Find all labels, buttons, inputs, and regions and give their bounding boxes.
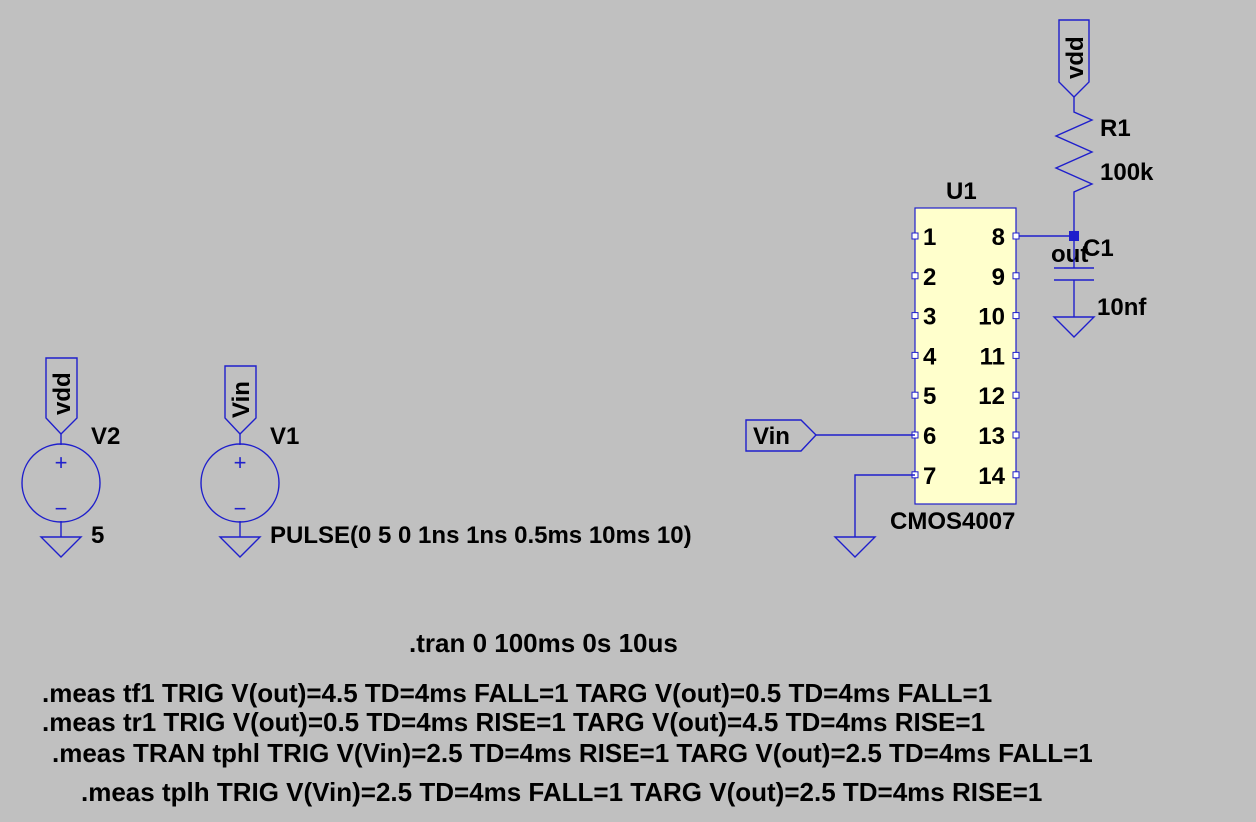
v1-minus: −: [234, 496, 247, 521]
ic-pin-label-11: 11: [980, 343, 1005, 370]
u1-part: CMOS4007: [890, 508, 1015, 535]
vin-flag-src-label: Vin: [228, 381, 255, 418]
ic-pin-5[interactable]: [911, 391, 919, 399]
ic-pin-2[interactable]: [911, 272, 919, 280]
ic-pin-label-10: 10: [978, 304, 1005, 331]
r1-ref: R1: [1100, 115, 1131, 142]
voltage-source-v1[interactable]: + −: [200, 434, 280, 537]
c1-ref: C1: [1083, 235, 1114, 262]
v1-plus: +: [234, 450, 247, 475]
v2-value: 5: [91, 522, 104, 549]
vdd-flag-top-label: vdd: [1062, 36, 1089, 79]
ic-pin-label-4: 4: [923, 343, 937, 370]
u1-ref: U1: [946, 178, 977, 205]
out-net-label: out: [1051, 241, 1088, 268]
ic-pin-label-2: 2: [923, 264, 936, 291]
ic-u1-body[interactable]: [914, 207, 1017, 505]
v2-plus: +: [55, 450, 68, 475]
pin7-wire[interactable]: [854, 474, 915, 537]
vin-flag-src[interactable]: Vin: [224, 365, 257, 436]
r1-value: 100k: [1100, 159, 1154, 186]
vin-flag-ic-label: Vin: [753, 423, 790, 450]
v2-minus: −: [55, 496, 68, 521]
v2-ref: V2: [91, 423, 120, 450]
vdd-flag-src-label: vdd: [49, 372, 76, 415]
ground-symbol-u1: [833, 536, 877, 558]
resistor-r1[interactable]: [1054, 97, 1094, 236]
ic-pin-14[interactable]: [1012, 471, 1020, 479]
ic-pin-13[interactable]: [1012, 431, 1020, 439]
ic-pin-label-7: 7: [923, 463, 936, 490]
meas-directive-tphl[interactable]: .meas TRAN tphl TRIG V(Vin)=2.5 TD=4ms R…: [52, 738, 1093, 768]
ic-pin-label-1: 1: [923, 224, 936, 251]
meas-directive-tf1[interactable]: .meas tf1 TRIG V(out)=4.5 TD=4ms FALL=1 …: [42, 678, 992, 708]
v1-value: PULSE(0 5 0 1ns 1ns 0.5ms 10ms 10): [270, 522, 692, 549]
ic-pin-label-14: 14: [978, 463, 1005, 490]
ic-pin-label-5: 5: [923, 383, 936, 410]
ic-pin-4[interactable]: [911, 351, 919, 359]
ic-pin-11[interactable]: [1012, 351, 1020, 359]
c1-value: 10nf: [1097, 294, 1147, 321]
v1-ref: V1: [270, 423, 299, 450]
ic-pin-12[interactable]: [1012, 391, 1020, 399]
ic-pin-9[interactable]: [1012, 272, 1020, 280]
ground-symbol-v1: [218, 536, 262, 558]
ic-pin-label-8: 8: [992, 224, 1005, 251]
ic-pin-10[interactable]: [1012, 312, 1020, 320]
vdd-flag-top[interactable]: vdd: [1058, 19, 1090, 98]
meas-directive-tplh[interactable]: .meas tplh TRIG V(Vin)=2.5 TD=4ms FALL=1…: [81, 777, 1042, 807]
ic-pin-label-6: 6: [923, 423, 936, 450]
vdd-flag-src[interactable]: vdd: [45, 357, 78, 436]
ground-symbol-c1: [1052, 316, 1096, 338]
vin-flag-ic[interactable]: Vin: [745, 419, 817, 452]
tran-directive[interactable]: .tran 0 100ms 0s 10us: [409, 628, 678, 658]
ic-pin-label-3: 3: [923, 304, 936, 331]
ic-pin-label-13: 13: [978, 423, 1005, 450]
ic-pin-3[interactable]: [911, 312, 919, 320]
capacitor-c1[interactable]: [1054, 236, 1094, 317]
ic-pin-8[interactable]: [1012, 232, 1020, 240]
ic-pin-1[interactable]: [911, 232, 919, 240]
ic-pin-label-12: 12: [978, 383, 1005, 410]
voltage-source-v2[interactable]: + −: [21, 434, 101, 537]
meas-directive-tr1[interactable]: .meas tr1 TRIG V(out)=0.5 TD=4ms RISE=1 …: [42, 707, 985, 737]
ic-pin-label-9: 9: [992, 264, 1005, 291]
ground-symbol-v2: [39, 536, 83, 558]
